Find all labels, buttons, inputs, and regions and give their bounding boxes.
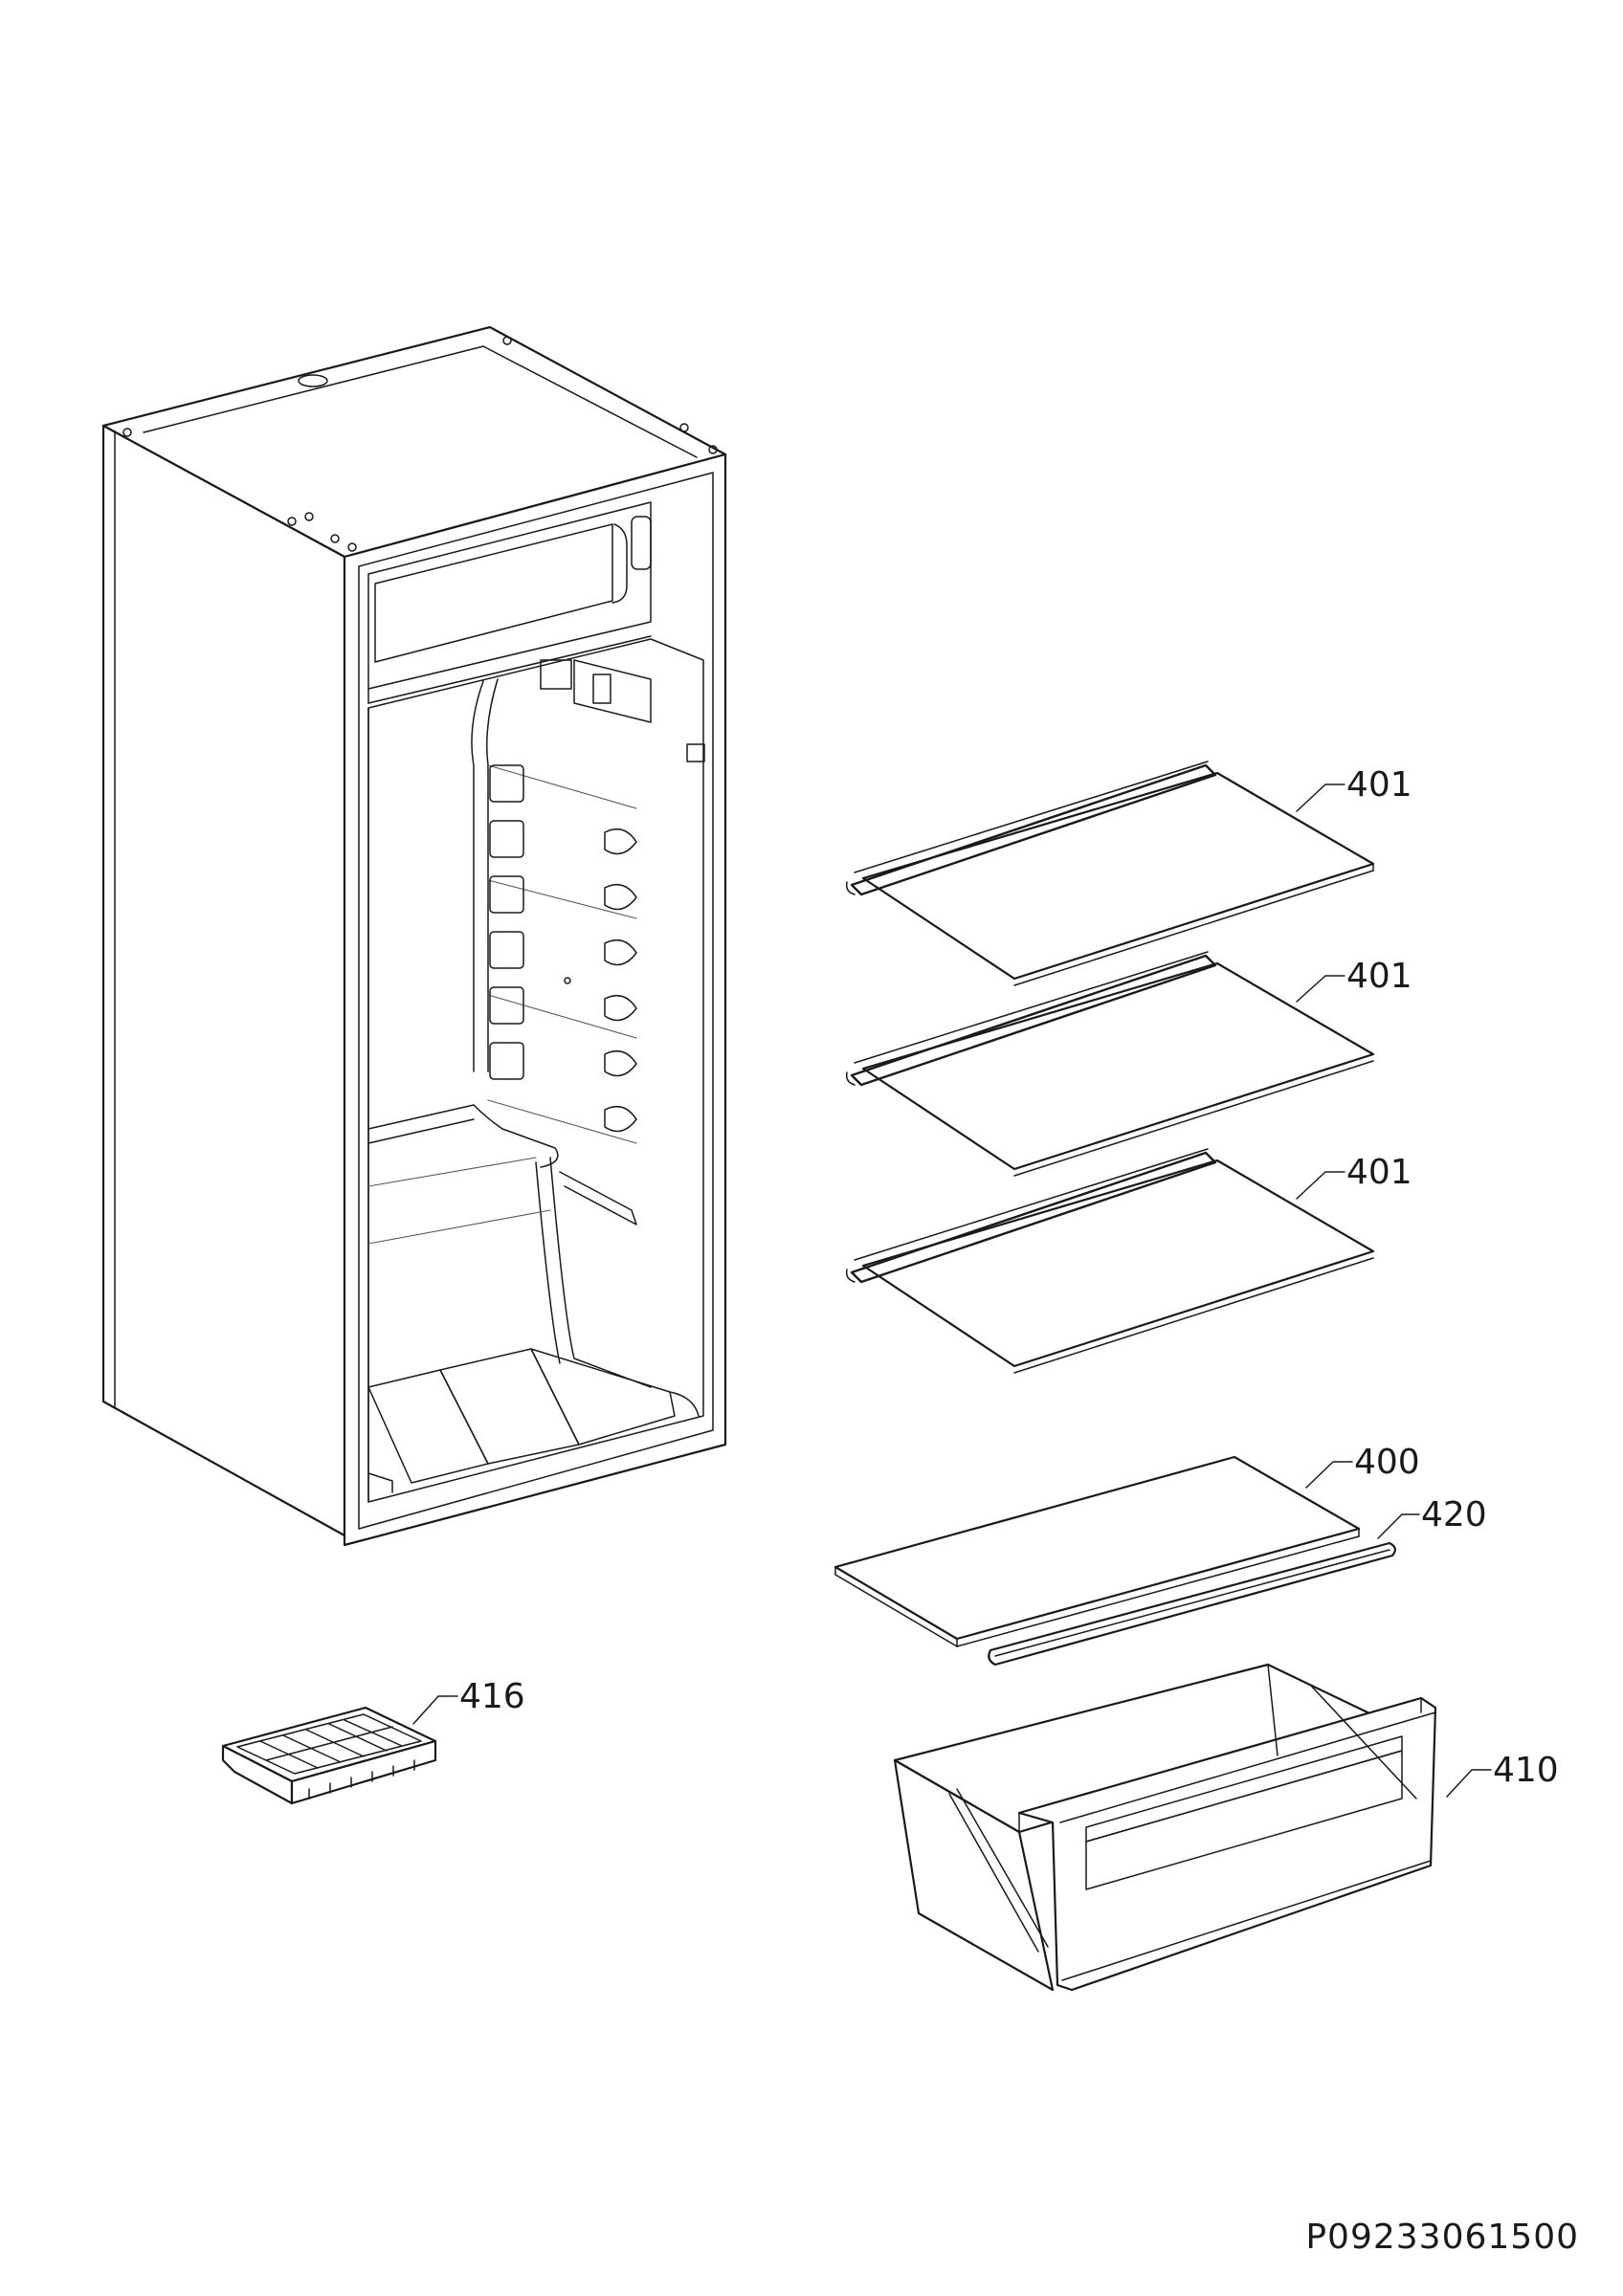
glass-shelf-middle — [845, 951, 1375, 1177]
drawing-code: P09233061500 — [1305, 2218, 1579, 2257]
callout-ice-tray: 416 — [412, 1677, 525, 1725]
callout-crisper-cover: 400 — [1305, 1443, 1420, 1489]
callout-label-crisper-drawer: 410 — [1493, 1751, 1559, 1790]
crisper-drawer — [893, 1663, 1437, 1992]
ice-cube-tray — [221, 1706, 437, 1805]
callout-label-cover-trim: 420 — [1421, 1495, 1487, 1534]
glass-shelf-top — [845, 761, 1375, 986]
callout-shelf-top: 401 — [1296, 765, 1412, 812]
glass-shelf-bottom — [845, 1148, 1375, 1374]
callout-label-shelf-middle: 401 — [1346, 957, 1412, 996]
cover-trim-strip — [988, 1541, 1396, 1667]
crisper-cover-glass — [834, 1455, 1361, 1647]
callout-label-shelf-top: 401 — [1346, 765, 1412, 805]
callout-cover-trim: 420 — [1377, 1495, 1487, 1539]
callout-shelf-bottom: 401 — [1296, 1153, 1412, 1200]
callout-shelf-middle: 401 — [1296, 957, 1412, 1003]
callout-label-crisper-cover: 400 — [1354, 1443, 1420, 1482]
shelf-rail-notches — [489, 764, 637, 1133]
callout-label-shelf-bottom: 401 — [1346, 1153, 1412, 1192]
refrigerator-cabinet — [101, 325, 727, 1547]
callout-crisper-drawer: 410 — [1446, 1751, 1559, 1798]
callout-label-ice-tray: 416 — [459, 1677, 525, 1716]
